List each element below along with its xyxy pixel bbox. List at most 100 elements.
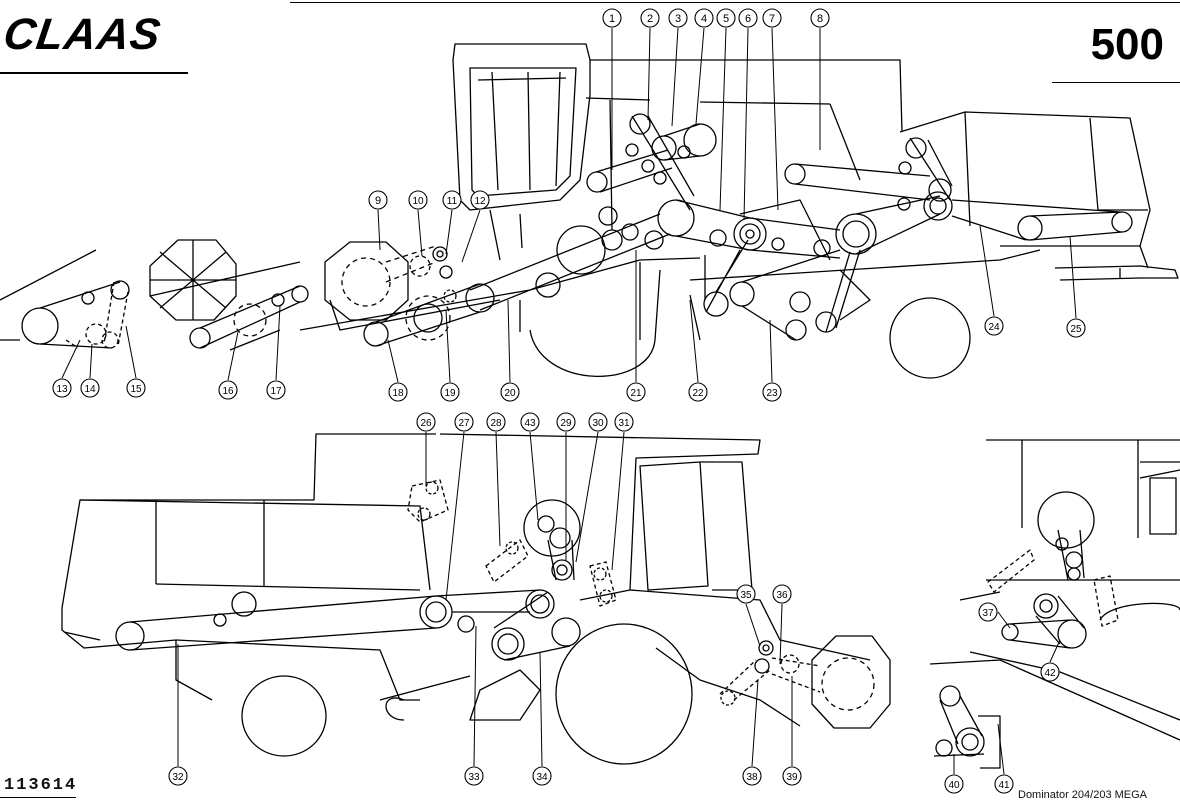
callout-37: 37 <box>978 602 998 622</box>
callout-36: 36 <box>772 584 792 604</box>
callout-label: 31 <box>618 418 630 429</box>
callout-label: 33 <box>468 772 480 783</box>
right-leader-lines <box>953 611 1061 775</box>
callout-8: 8 <box>810 8 830 28</box>
callout-7: 7 <box>762 8 782 28</box>
callout-label: 38 <box>746 772 758 783</box>
callout-20: 20 <box>500 382 520 402</box>
callout-26: 26 <box>416 412 436 432</box>
callout-label: 37 <box>982 608 994 619</box>
logo-underline <box>0 72 188 74</box>
callout-11: 11 <box>442 190 462 210</box>
callout-18: 18 <box>388 382 408 402</box>
callout-30: 30 <box>588 412 608 432</box>
callout-label: 4 <box>701 13 707 25</box>
callout-label: 41 <box>998 780 1010 791</box>
callout-label: 19 <box>444 388 456 399</box>
callout-label: 20 <box>504 388 516 399</box>
callout-label: 14 <box>84 384 96 395</box>
callout-label: 17 <box>270 386 282 397</box>
callout-16: 16 <box>218 380 238 400</box>
callout-10: 10 <box>408 190 428 210</box>
callout-label: 28 <box>490 418 502 429</box>
callout-label: 5 <box>723 13 729 25</box>
callout-40: 40 <box>944 774 964 794</box>
callout-28: 28 <box>486 412 506 432</box>
callout-23: 23 <box>762 382 782 402</box>
footer-note: Dominator 204/203 MEGA <box>1018 789 1148 801</box>
callout-label: 11 <box>447 196 458 207</box>
callout-33: 33 <box>464 766 484 786</box>
callout-13: 13 <box>52 378 72 398</box>
callout-24: 24 <box>984 316 1004 336</box>
callout-label: 8 <box>817 13 823 25</box>
callout-label: 40 <box>948 780 960 791</box>
right-machine-outline <box>929 439 1180 769</box>
callout-21: 21 <box>626 382 646 402</box>
callout-14: 14 <box>80 378 100 398</box>
callout-label: 3 <box>675 13 681 25</box>
callout-6: 6 <box>738 8 758 28</box>
callout-label: 6 <box>745 13 751 25</box>
callout-label: 27 <box>458 418 470 429</box>
callout-15: 15 <box>126 378 146 398</box>
callout-31: 31 <box>614 412 634 432</box>
model-number: 500 <box>1090 20 1164 69</box>
top-leader-lines <box>61 27 1077 383</box>
drawing-number: 113614 <box>4 776 78 795</box>
callout-label: 25 <box>1070 324 1082 335</box>
callout-label: 39 <box>786 772 798 783</box>
callout-3: 3 <box>668 8 688 28</box>
callout-label: 10 <box>412 196 424 207</box>
callout-label: 29 <box>560 418 572 429</box>
callout-label: 13 <box>56 384 68 395</box>
callout-label: 42 <box>1044 668 1056 679</box>
callout-32: 32 <box>168 766 188 786</box>
callout-2: 2 <box>640 8 660 28</box>
callout-4: 4 <box>694 8 714 28</box>
callout-label: 36 <box>776 590 788 601</box>
callout-9: 9 <box>368 190 388 210</box>
bottom-leader-lines <box>177 431 793 767</box>
callout-38: 38 <box>742 766 762 786</box>
callout-19: 19 <box>440 382 460 402</box>
callout-label: 30 <box>592 418 604 429</box>
callout-label: 2 <box>647 13 653 25</box>
drawing-number-underline <box>0 797 76 798</box>
callout-label: 23 <box>766 388 778 399</box>
callout-17: 17 <box>266 380 286 400</box>
callout-label: 26 <box>420 418 432 429</box>
callout-label: 15 <box>130 384 142 395</box>
callout-12: 12 <box>470 190 490 210</box>
callout-label: 34 <box>536 772 548 783</box>
callout-label: 1 <box>609 13 615 25</box>
callout-label: 35 <box>740 590 752 601</box>
callout-42: 42 <box>1040 662 1060 682</box>
callout-label: 24 <box>988 322 1000 333</box>
callout-label: 21 <box>630 388 642 399</box>
callout-label: 9 <box>375 195 381 207</box>
bottom-machine-belt-drives <box>115 479 821 706</box>
callout-label: 16 <box>222 386 234 397</box>
callout-22: 22 <box>688 382 708 402</box>
callout-43: 43 <box>520 412 540 432</box>
callout-label: 22 <box>692 388 704 399</box>
callout-34: 34 <box>532 766 552 786</box>
callout-5: 5 <box>716 8 736 28</box>
model-underline <box>1052 82 1180 83</box>
top-border-line <box>290 2 1180 3</box>
callout-41: 41 <box>994 774 1014 794</box>
callout-label: 32 <box>172 772 184 783</box>
callout-39: 39 <box>782 766 802 786</box>
right-machine-belt-drives <box>933 491 1119 757</box>
callout-27: 27 <box>454 412 474 432</box>
callout-1: 1 <box>602 8 622 28</box>
callout-label: 12 <box>474 196 486 207</box>
callout-35: 35 <box>736 584 756 604</box>
header-and-feeder-belts <box>0 239 501 351</box>
bottom-machine-outline <box>61 433 891 765</box>
callout-29: 29 <box>556 412 576 432</box>
